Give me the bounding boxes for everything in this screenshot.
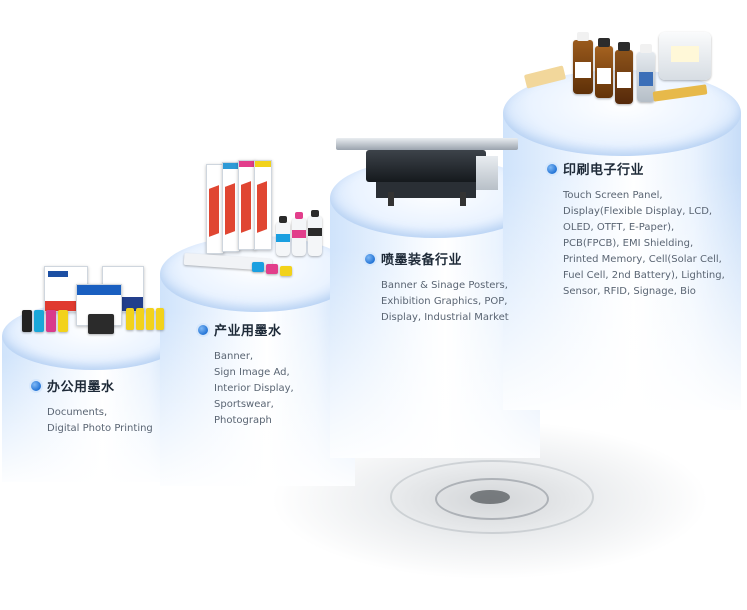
section-title: 产业用墨水 <box>214 324 282 339</box>
bullet-icon <box>365 253 375 264</box>
description-line: Banner & Sinage Posters, <box>381 280 508 291</box>
section-industrial-ink: 产业用墨水 Banner, Sign Image Ad, Interior Di… <box>198 320 294 429</box>
description-line: Touch Screen Panel, <box>563 190 663 201</box>
bullet-icon <box>31 380 41 391</box>
section-description: Touch Screen Panel, Display(Flexible Dis… <box>563 188 725 300</box>
platform-electronics <box>503 70 741 410</box>
description-line: Fuel Cell, 2nd Battery), Lighting, <box>563 270 725 281</box>
description-line: Documents, <box>47 407 108 418</box>
description-line: Banner, <box>214 351 254 362</box>
section-title: 喷墨装备行业 <box>381 253 463 268</box>
section-title: 办公用墨水 <box>47 380 115 395</box>
flatbed-printer-image <box>336 132 526 210</box>
section-printed-electronics: 印刷电子行业 Touch Screen Panel, Display(Flexi… <box>547 159 725 300</box>
section-description: Banner & Sinage Posters, Exhibition Grap… <box>381 278 509 326</box>
description-line: PCB(FPCB), EMI Shielding, <box>563 238 694 249</box>
description-line: Interior Display, <box>214 383 294 394</box>
description-line: Display(Flexible Display, LCD, <box>563 206 713 217</box>
description-line: Display, Industrial Market <box>381 312 509 323</box>
section-office-ink: 办公用墨水 Documents, Digital Photo Printing <box>31 376 153 437</box>
section-description: Banner, Sign Image Ad, Interior Display,… <box>214 349 294 429</box>
bullet-icon <box>547 163 557 174</box>
description-line: Sportswear, <box>214 399 274 410</box>
ink-cartridges-image <box>14 262 174 342</box>
description-line: Sensor, RFID, Signage, Bio <box>563 286 696 297</box>
section-title: 印刷电子行业 <box>563 163 645 178</box>
section-inkjet-equipment: 喷墨装备行业 Banner & Sinage Posters, Exhibiti… <box>365 249 509 326</box>
platform-industrial <box>160 236 355 486</box>
description-line: Sign Image Ad, <box>214 367 290 378</box>
description-line: OLED, OTFT, E-Paper), <box>563 222 675 233</box>
electronic-inks-image <box>523 22 725 112</box>
description-line: Photograph <box>214 415 272 426</box>
description-line: Exhibition Graphics, POP, <box>381 296 508 307</box>
bullet-icon <box>198 324 208 335</box>
description-line: Printed Memory, Cell(Solar Cell, <box>563 254 722 265</box>
industrial-ink-image <box>180 160 330 280</box>
description-line: Digital Photo Printing <box>47 423 153 434</box>
section-description: Documents, Digital Photo Printing <box>47 405 153 437</box>
